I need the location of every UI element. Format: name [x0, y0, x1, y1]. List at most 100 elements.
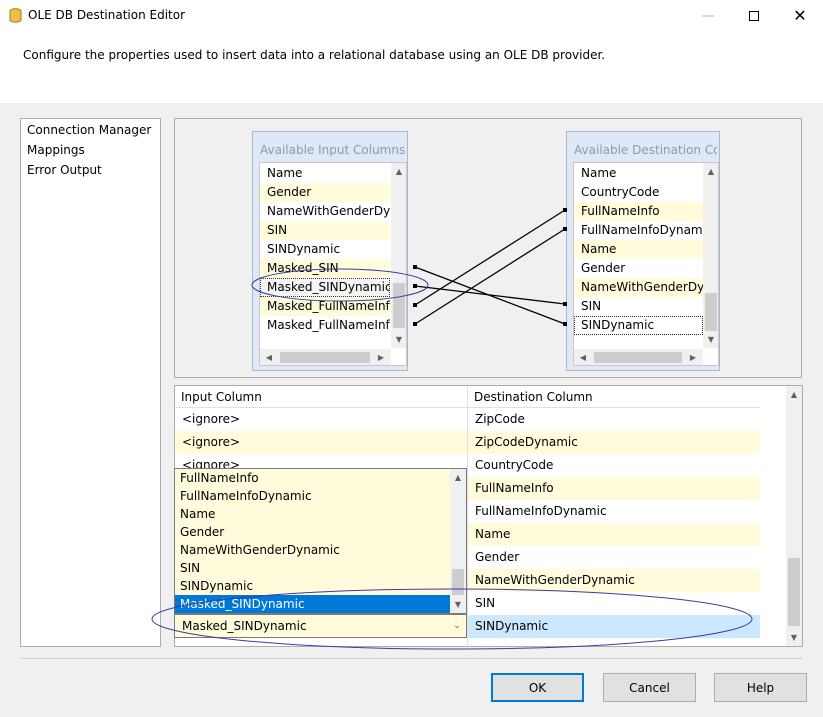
input-row-masked-sindynamic[interactable]: Masked_SINDynamic — [260, 278, 390, 297]
scroll-right-icon[interactable]: ▶ — [689, 353, 697, 362]
dest-row-name-2[interactable]: Name — [574, 240, 703, 259]
mapping-grid[interactable]: Input Column <ignore> <ignore> <ignore> … — [174, 385, 803, 648]
input-columns-list[interactable]: Name Gender NameWithGenderDyn... SIN SIN… — [259, 162, 407, 366]
scroll-thumb[interactable] — [788, 558, 800, 626]
scroll-up-icon[interactable]: ▲ — [454, 472, 462, 482]
destination-columns-list[interactable]: Name CountryCode FullNameInfo FullNameIn… — [573, 162, 719, 366]
scroll-thumb[interactable] — [452, 569, 464, 595]
header-destination-column[interactable]: Destination Column — [468, 386, 760, 408]
grid-dest-cell-7[interactable]: Gender — [475, 550, 520, 564]
mapping-line-masked-sindynamic — [414, 285, 566, 305]
minimize-button[interactable]: — — [685, 0, 731, 31]
input-row-masked-sin[interactable]: Masked_SIN — [260, 259, 390, 278]
input-row-sin[interactable]: SIN — [260, 221, 390, 240]
scroll-thumb[interactable] — [393, 283, 405, 328]
maximize-button[interactable] — [731, 0, 777, 31]
grid-dest-cell-9[interactable]: SIN — [475, 596, 496, 610]
close-button[interactable]: ✕ — [777, 0, 823, 31]
input-row-gender[interactable]: Gender — [260, 183, 390, 202]
annotation-ellipse-grid — [151, 588, 753, 650]
mapping-line-masked-fullnameinf — [414, 228, 566, 325]
input-row-masked-fullnameinf[interactable]: Masked_FullNameInf... — [267, 318, 390, 332]
dropdown-option-fullnameinfo[interactable]: FullNameInfo — [180, 471, 259, 485]
window-title: OLE DB Destination Editor — [28, 8, 186, 22]
cancel-button[interactable]: Cancel — [603, 673, 696, 702]
scroll-thumb[interactable] — [705, 293, 717, 331]
scroll-left-icon[interactable]: ◀ — [265, 353, 273, 362]
title-bar: OLE DB Destination Editor — ✕ — [0, 0, 823, 31]
dest-vertical-scrollbar[interactable]: ▲ ▼ — [703, 163, 718, 348]
dest-row-sindynamic[interactable]: SINDynamic — [574, 316, 703, 335]
scroll-up-icon[interactable]: ▲ — [790, 389, 798, 399]
nav-item-error-output[interactable]: Error Output — [27, 163, 102, 177]
dropdown-option-masked-sindynamic[interactable]: Masked_SINDynamic — [175, 595, 450, 613]
dropdown-option-sindynamic[interactable]: SINDynamic — [180, 579, 254, 593]
grid-dest-cell-3[interactable]: CountryCode — [475, 458, 554, 472]
grid-dest-cell-6[interactable]: Name — [468, 523, 760, 546]
grid-vertical-scrollbar[interactable]: ▲ ▼ — [786, 386, 802, 646]
dropdown-option-namewithgenderdynamic[interactable]: NameWithGenderDynamic — [180, 543, 340, 557]
ok-button[interactable]: OK — [491, 673, 584, 702]
mapping-diagram: Available Input Columns Name Gender Name… — [174, 118, 802, 378]
database-icon — [9, 8, 22, 23]
mapping-line-masked-fullnameinfo — [414, 209, 566, 306]
scroll-up-icon[interactable]: ▲ — [395, 166, 403, 176]
scroll-left-icon[interactable]: ◀ — [579, 353, 587, 362]
input-row-name[interactable]: Name — [267, 166, 303, 180]
destination-table-title: Available Destination Col... — [574, 143, 717, 157]
input-vertical-scrollbar[interactable]: ▲ ▼ — [391, 163, 406, 348]
minimize-icon: — — [701, 7, 715, 24]
combobox-value: Masked_SINDynamic — [182, 619, 307, 633]
grid-destination-column: Destination Column ZipCode ZipCodeDynami… — [468, 386, 760, 638]
input-horizontal-scrollbar[interactable]: ◀ ▶ — [260, 349, 391, 365]
dropdown-option-sin[interactable]: SIN — [180, 561, 201, 575]
scroll-thumb[interactable] — [594, 352, 682, 363]
nav-panel: Connection Manager Mappings Error Output — [20, 118, 161, 647]
available-input-columns-table[interactable]: Available Input Columns Name Gender Name… — [252, 131, 408, 371]
header-input-column[interactable]: Input Column — [175, 386, 467, 408]
dest-row-namewithgenderdyn[interactable]: NameWithGenderDyn... — [574, 278, 703, 297]
annotation-ellipse-input — [251, 268, 429, 302]
scroll-down-icon[interactable]: ▼ — [395, 334, 403, 344]
grid-dest-cell-5[interactable]: FullNameInfoDynamic — [475, 504, 607, 518]
grid-input-cell-2[interactable]: <ignore> — [175, 431, 467, 454]
grid-dest-cell-2[interactable]: ZipCodeDynamic — [468, 431, 760, 454]
grid-dest-cell-1[interactable]: ZipCode — [475, 412, 525, 426]
dest-row-gender[interactable]: Gender — [581, 261, 626, 275]
scroll-down-icon[interactable]: ▼ — [790, 632, 798, 642]
divider — [20, 658, 803, 659]
dropdown-option-name[interactable]: Name — [180, 507, 216, 521]
grid-dest-cell-4[interactable]: FullNameInfo — [468, 477, 760, 500]
grid-input-column: Input Column <ignore> <ignore> <ignore> — [175, 386, 467, 477]
dest-row-fullnameinfo[interactable]: FullNameInfo — [574, 202, 703, 221]
nav-item-mappings[interactable]: Mappings — [27, 143, 85, 157]
nav-item-connection-manager[interactable]: Connection Manager — [27, 123, 152, 137]
grid-input-cell-1[interactable]: <ignore> — [182, 412, 241, 426]
dest-row-fullnameinfodynamic[interactable]: FullNameInfoDynamic — [581, 223, 703, 237]
input-table-title: Available Input Columns — [260, 143, 405, 157]
input-column-combobox[interactable]: Masked_SINDynamic ⌄ — [174, 614, 467, 638]
dropdown-option-gender[interactable]: Gender — [180, 525, 225, 539]
scroll-down-icon[interactable]: ▼ — [707, 334, 715, 344]
dest-row-countrycode[interactable]: CountryCode — [581, 185, 660, 199]
available-destination-columns-table[interactable]: Available Destination Col... Name Countr… — [566, 131, 720, 371]
mapping-lines — [251, 208, 567, 326]
dest-row-sin[interactable]: SIN — [581, 299, 602, 313]
scroll-down-icon[interactable]: ▼ — [454, 599, 462, 609]
column-divider — [467, 386, 468, 648]
scroll-thumb[interactable] — [280, 352, 370, 363]
chevron-down-icon[interactable]: ⌄ — [453, 621, 461, 631]
help-button[interactable]: Help — [714, 673, 807, 702]
grid-dest-cell-10[interactable]: SINDynamic — [468, 615, 760, 638]
input-row-masked-fullnameinfo[interactable]: Masked_FullNameInfo — [260, 297, 390, 316]
dropdown-scrollbar[interactable]: ▲ ▼ — [450, 469, 466, 613]
dropdown-option-fullnameinfodynamic[interactable]: FullNameInfoDynamic — [180, 489, 312, 503]
dest-row-name[interactable]: Name — [581, 166, 617, 180]
grid-dest-cell-8[interactable]: NameWithGenderDynamic — [468, 569, 760, 592]
scroll-right-icon[interactable]: ▶ — [377, 353, 385, 362]
input-row-namewithgenderdyn[interactable]: NameWithGenderDyn... — [267, 204, 390, 218]
scroll-up-icon[interactable]: ▲ — [707, 166, 715, 176]
annotation-overlay — [151, 588, 753, 650]
dest-horizontal-scrollbar[interactable]: ◀ ▶ — [574, 349, 703, 365]
input-row-sindynamic[interactable]: SINDynamic — [267, 242, 341, 256]
